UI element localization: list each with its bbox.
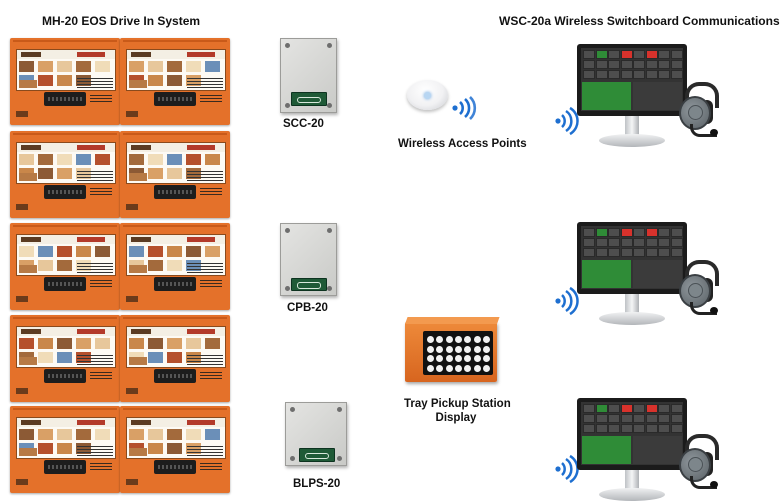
blps-20-controller [285,402,347,466]
touchscreen-monitor-icon [577,44,687,149]
menu-board-icon [10,315,120,402]
menu-board-icon [10,131,120,218]
menu-board-icon [120,315,230,402]
access-point-icon [407,80,448,110]
touchscreen-monitor-icon [577,222,687,327]
touchscreen-monitor-icon [577,398,687,503]
scc-20-label: SCC-20 [283,118,324,130]
scc-20-controller [280,38,337,113]
headset-icon [676,82,720,142]
wifi-signal-icon [555,454,579,484]
blps-20-label: BLPS-20 [293,478,341,490]
tray-pickup-label: Tray Pickup Station Display [404,397,511,425]
cpb-20-controller [280,223,337,296]
right-title: WSC-20a Wireless Switchboard Communicati… [499,14,780,28]
menu-board-icon [120,406,230,493]
wifi-signal-icon [555,106,579,136]
menu-board-icon [10,38,120,125]
wifi-signal-icon [555,286,579,316]
access-points-label: Wireless Access Points [398,138,527,150]
headset-icon [676,434,720,494]
headset-icon [676,260,720,320]
wifi-signal-icon [452,96,477,120]
menu-board-icon [10,406,120,493]
tray-label-line1: Tray Pickup Station [404,398,511,410]
tray-pickup-display [405,317,505,383]
menu-board-icon [120,131,230,218]
menu-board-icon [10,223,120,310]
menu-board-icon [120,38,230,125]
left-title: MH-20 EOS Drive In System [42,14,201,28]
menu-board-icon [120,223,230,310]
tray-label-line2: Display [435,412,477,424]
cpb-20-label: CPB-20 [287,302,328,314]
